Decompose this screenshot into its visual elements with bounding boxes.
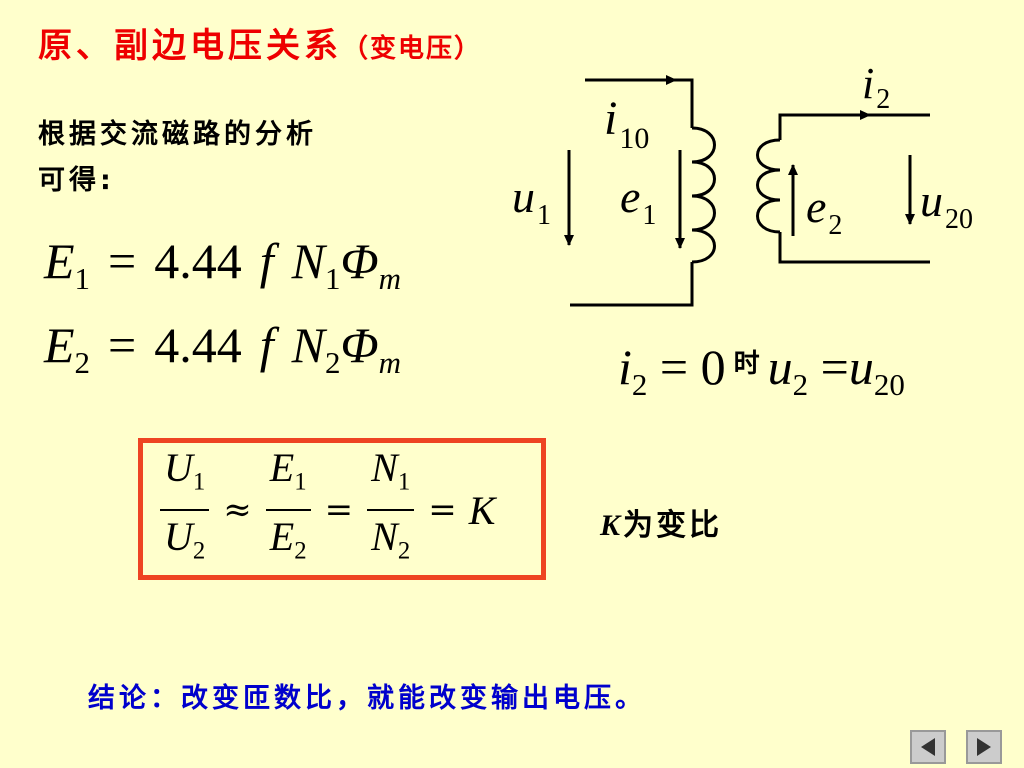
- title-main: 原、副边电压关系: [38, 26, 342, 66]
- previous-slide-button[interactable]: [910, 730, 946, 764]
- fraction-e: E1 E2: [265, 442, 311, 577]
- primary-coil: [691, 126, 716, 264]
- intro-line-2: 可得:: [38, 165, 115, 196]
- label-u20: u20: [920, 175, 973, 235]
- secondary-bottom-wire: [778, 232, 930, 264]
- primary-bottom-wire: [570, 262, 694, 307]
- label-u1: u1: [512, 171, 551, 231]
- secondary-top-wire: [778, 113, 930, 140]
- slide-title: 原、副边电压关系（变电压）: [38, 18, 482, 67]
- transformer-circuit-diagram: i2 i10 u1 e1 e2 u20: [512, 59, 973, 307]
- title-sub: （变电压）: [342, 34, 483, 64]
- intro-line-1: 根据交流磁路的分析: [38, 119, 317, 150]
- fraction-u: U1 U2: [160, 442, 210, 577]
- label-i10: i10: [604, 92, 649, 155]
- intro-text: 根据交流磁路的分析 可得:: [38, 112, 418, 204]
- equals-sign-2: =: [428, 490, 457, 530]
- fraction-n: N1 N2: [367, 442, 415, 577]
- ratio-formula-box: [138, 438, 546, 580]
- label-i2: i2: [862, 59, 890, 115]
- secondary-coil: [756, 138, 781, 234]
- triangle-left-icon: [921, 738, 935, 756]
- ratio-note: K为变比: [600, 508, 723, 543]
- equals-sign-1: =: [324, 490, 354, 530]
- ratio-formula: U1 U2 ≈ E1 E2 = N1 N2 = K: [152, 445, 496, 572]
- approx-sign: ≈: [223, 490, 252, 530]
- conclusion-text: 结论：改变匝数比，就能改变输出电压。: [88, 683, 646, 714]
- primary-top-wire: [585, 78, 694, 128]
- triangle-right-icon: [977, 738, 991, 756]
- ratio-k: K: [468, 487, 496, 533]
- next-slide-button[interactable]: [966, 730, 1002, 764]
- label-e1: e1: [620, 171, 656, 231]
- label-e2: e2: [806, 181, 842, 241]
